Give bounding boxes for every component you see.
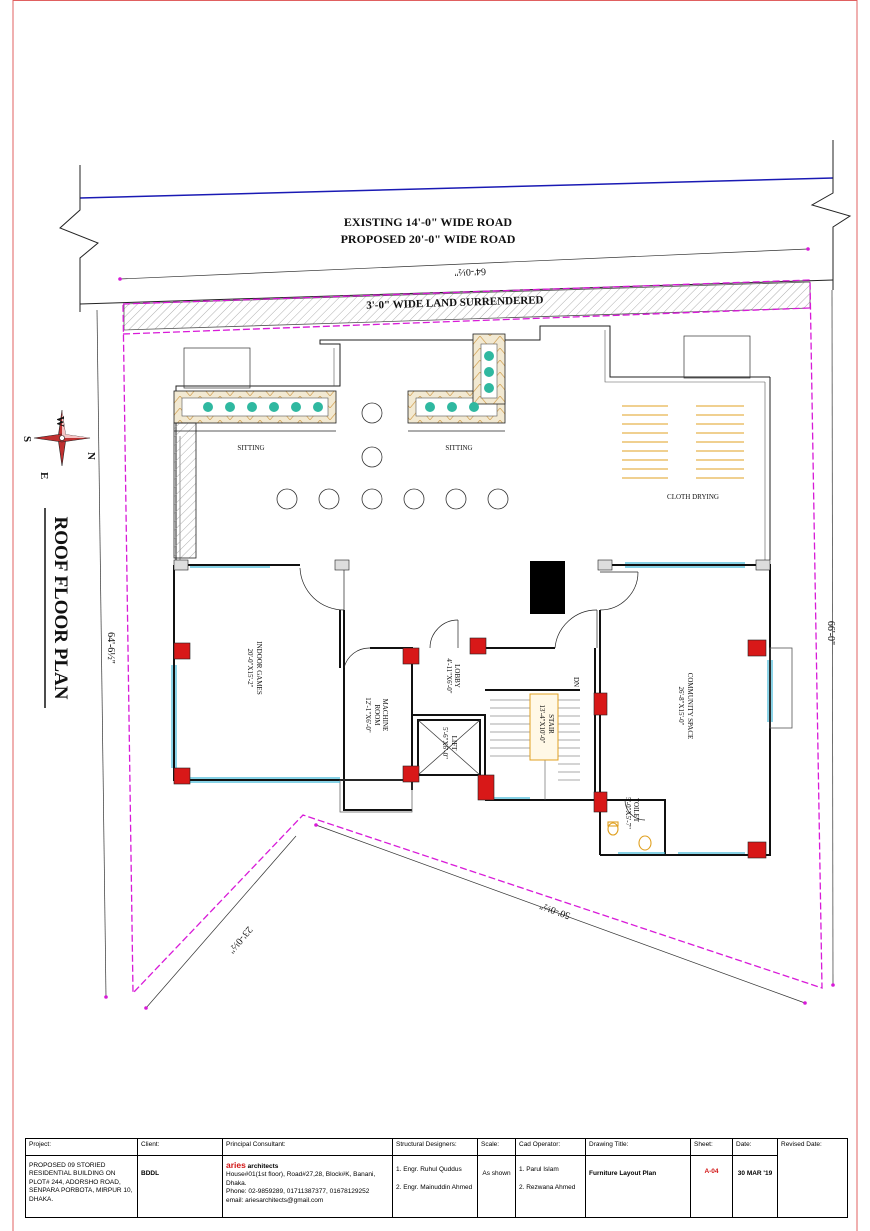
title-block: Project: Client: Principal Consultant: S… <box>25 1138 848 1218</box>
consultant-block: aries architects House#01(1st floor), Ro… <box>222 1155 393 1218</box>
dim-line-bottom-right <box>315 824 806 1004</box>
indoor-games-label: INDOOR GAMES <box>255 641 263 695</box>
dim-point-bottom-mid <box>314 823 318 827</box>
structural-label: Structural Designers: <box>392 1138 478 1156</box>
client-label: Client: <box>137 1138 223 1156</box>
stair-landing <box>529 693 559 761</box>
dim-point-left <box>104 995 108 999</box>
tank-right <box>683 335 751 379</box>
lift-size: 5'-6"X6'-0" <box>441 727 449 759</box>
sitting-left-label: SITTING <box>237 444 264 452</box>
structural-1: 1. Engr. Ruhul Quddus <box>396 1166 462 1173</box>
cad-label: Cad Operator: <box>515 1138 586 1156</box>
dim-point-bottom-left <box>144 1006 148 1010</box>
community-space-label: COMMUNITY SPACE <box>686 673 694 740</box>
dim-label-bottom-left: 23'-0½" <box>226 924 255 955</box>
consultant-label: Principal Consultant: <box>222 1138 393 1156</box>
community-space-size: 26'-8"X15'-0" <box>677 687 685 726</box>
door-swings <box>299 567 646 821</box>
compass-e: E <box>38 472 50 479</box>
stair-label: STAIR <box>547 714 555 734</box>
toilet-label: TOILET <box>632 798 640 823</box>
road-line-top <box>79 177 834 199</box>
dim-label-left: 64'-6½" <box>105 632 116 664</box>
date-value: 30 MAR '19 <box>732 1155 778 1218</box>
sheet-value: A-04 <box>690 1155 733 1218</box>
dim-line-right <box>831 289 834 986</box>
planter-left-side <box>173 422 197 559</box>
sitting-right-label: SITTING <box>445 444 472 452</box>
lift-label: LIFT <box>450 736 458 752</box>
road-existing-label: EXISTING 14'-0" WIDE ROAD <box>344 215 512 229</box>
dim-line-top <box>119 248 809 280</box>
machine-room-label-2: ROOM <box>373 704 381 726</box>
structural-2: 2. Engr. Mainuddin Ahmed <box>396 1184 473 1192</box>
road-break-right <box>810 140 852 290</box>
road-break-left <box>59 165 99 312</box>
plot-boundary-inner <box>122 307 811 335</box>
dim-line-left <box>96 309 107 998</box>
lobby-label: LOBBY <box>453 664 461 688</box>
plant-group <box>203 351 494 412</box>
project-label: Project: <box>25 1138 138 1156</box>
consultant-email: email: ariesarchitects@gmail.com <box>226 1196 324 1204</box>
lobby-size: 4'-11"X6'-0" <box>445 658 453 693</box>
date-label: Date: <box>732 1138 778 1156</box>
right-projection <box>769 647 793 729</box>
compass-s: S <box>21 436 33 442</box>
land-surrendered-label: 3'-0" WIDE LAND SURRENDERED <box>366 294 544 312</box>
compass-w: W <box>54 416 66 427</box>
plot-boundary <box>122 279 823 995</box>
drawing-title-label: Drawing Title: <box>585 1138 691 1156</box>
plan-title: ROOF FLOOR PLAN <box>50 517 71 700</box>
dim-line-bottom-left <box>145 835 297 1009</box>
revised-label: Revised Date: <box>777 1138 848 1218</box>
sheet-label: Sheet: <box>690 1138 733 1156</box>
machine-lower-box <box>339 779 413 813</box>
shaft-block <box>530 561 565 614</box>
machine-room-size: 12'-1"X6'-0" <box>364 697 372 733</box>
cad-2: 2. Rezwana Ahmed <box>519 1184 576 1192</box>
toilet-size: 5'-0"X5'-7" <box>624 797 632 829</box>
machine-room-label: MACHINE <box>381 699 389 732</box>
stair-dn-label: DN <box>572 677 580 687</box>
drawing-title-value: Furniture Layout Plan <box>585 1155 691 1218</box>
cloth-drying-lines <box>622 405 744 479</box>
windows <box>171 562 773 854</box>
lift-cross <box>417 719 481 776</box>
consultant-brand-suffix: architects <box>247 1163 279 1170</box>
client-value: BDDL <box>137 1155 223 1218</box>
compass-n: N <box>85 452 97 460</box>
cad-1: 1. Parul Islam <box>519 1166 559 1173</box>
dim-point-bottom-right <box>803 1001 807 1005</box>
consultant-phone: Phone: 02-9859289, 01711387377, 01678129… <box>226 1188 370 1196</box>
compass-icon <box>33 409 91 467</box>
dim-label-right: 66'-0" <box>825 621 836 645</box>
columns <box>173 637 767 859</box>
dim-point-right <box>831 983 835 987</box>
structural-block: 1. Engr. Ruhul Quddus 2. Engr. Mainuddin… <box>392 1155 478 1218</box>
tank-left <box>183 347 251 389</box>
consultant-brand: aries <box>226 1160 246 1170</box>
road-proposed-label: PROPOSED 20'-0" WIDE ROAD <box>341 232 516 246</box>
consultant-address: House#01(1st floor), Road#27,28, Block#K… <box>226 1171 376 1187</box>
dim-point-top-left <box>118 277 122 281</box>
project-value: PROPOSED 09 STORIED RESIDENTIAL BUILDING… <box>25 1155 138 1218</box>
cad-block: 1. Parul Islam 2. Rezwana Ahmed <box>515 1155 586 1218</box>
toilet-fixtures-icon <box>607 821 652 851</box>
scale-label: Scale: <box>477 1138 516 1156</box>
dim-point-top-right <box>806 247 810 251</box>
dim-label-top: 64'-0½" <box>454 265 486 277</box>
column-stubs <box>173 559 771 571</box>
stair-steps <box>490 699 580 800</box>
stair-size: 13'-4"X10'-0" <box>538 705 546 744</box>
cloth-drying-label: CLOTH DRYING <box>667 493 719 501</box>
indoor-games-size: 20'-0"X15'-2" <box>246 649 254 688</box>
round-tables <box>276 402 509 510</box>
scale-value: As shown <box>477 1155 516 1218</box>
